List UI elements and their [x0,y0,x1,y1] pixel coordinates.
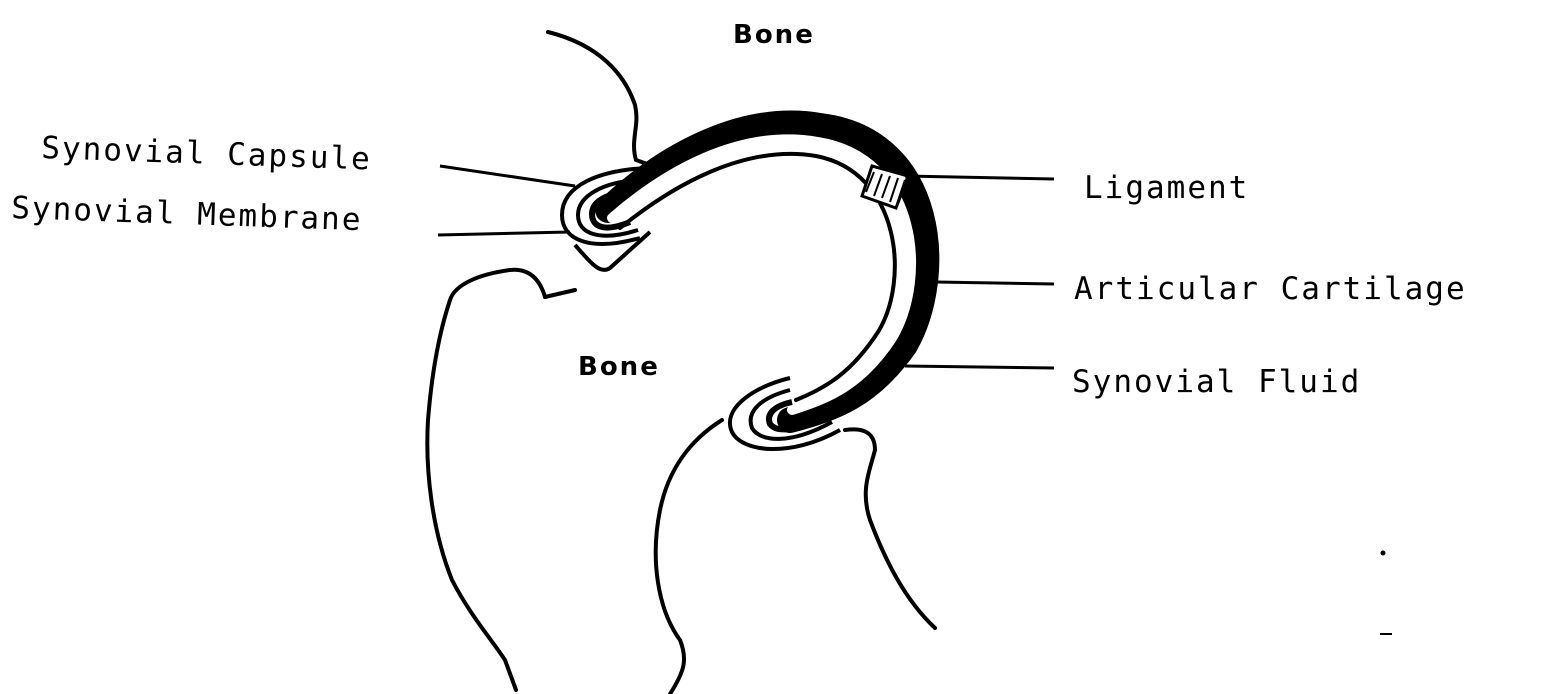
left-bone-outline [427,270,545,690]
fluid-leader-line [905,366,1054,368]
right-bone-tip [845,429,935,628]
left-bone-notch [545,290,575,297]
cartilage-leader-line [936,282,1054,284]
capsule-leader-line [440,166,575,186]
right-bone-outline [656,420,722,694]
label-bone-middle: Bone [578,352,660,382]
inner-bone-surface [620,154,895,400]
label-bone-top: Bone [733,20,815,50]
scan-speck [1381,551,1386,556]
label-synovial-fluid: Synovial Fluid [1072,364,1361,400]
label-articular-cartilage: Articular Cartilage [1074,271,1467,307]
label-ligament: Ligament [1084,170,1249,206]
ligament-leader-line [905,176,1054,179]
membrane-leader-line [438,232,570,235]
upper-bone-outline [548,32,650,165]
